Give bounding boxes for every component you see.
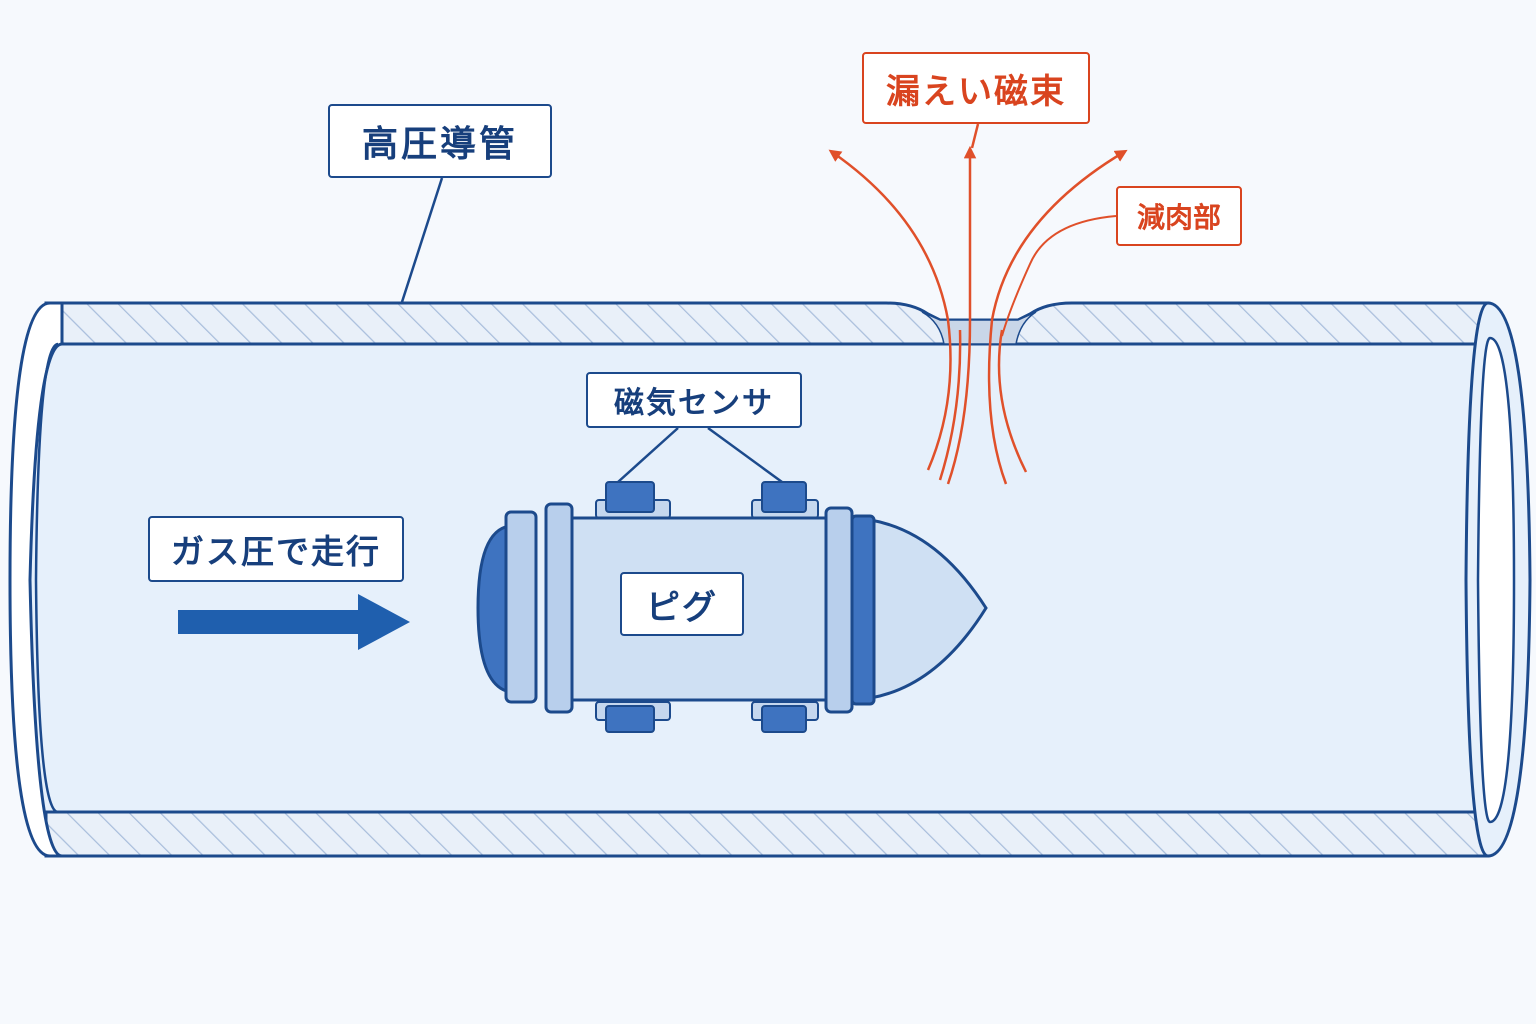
sensor-block-bottom-left bbox=[605, 705, 655, 733]
flux-label-leader bbox=[970, 123, 980, 149]
leakage-flux-label: 漏えい磁束 bbox=[862, 52, 1090, 124]
pipe-right-inner-rim bbox=[1476, 336, 1516, 824]
right-arrow-icon bbox=[178, 594, 410, 650]
thinning-label: 減肉部 bbox=[1116, 186, 1242, 246]
sensor-label-leader-right bbox=[707, 426, 783, 484]
pipe-left-inner-rim bbox=[34, 342, 59, 814]
thinning-label-leader bbox=[1001, 215, 1117, 337]
pig-cup-front-outer bbox=[850, 514, 876, 706]
sensor-block-top-right bbox=[761, 481, 807, 513]
pig-cup-rear-outer bbox=[504, 510, 538, 704]
sensor-block-bottom-right bbox=[761, 705, 807, 733]
pig-nose bbox=[848, 516, 988, 702]
pig-cup-front-inner bbox=[824, 506, 854, 714]
pipe-top-wall bbox=[44, 301, 1490, 346]
sensor-label: 磁気センサ bbox=[586, 372, 802, 428]
flux-line-inner-right bbox=[997, 329, 1028, 473]
leakage-flux-lines bbox=[828, 145, 1128, 485]
pipe-label-leader bbox=[400, 177, 444, 303]
sensor-label-leader-left bbox=[617, 427, 679, 483]
pig-rear-cap bbox=[476, 524, 512, 694]
pipe-label: 高圧導管 bbox=[328, 104, 552, 178]
flux-line-inner-left bbox=[938, 329, 962, 481]
pipe-bottom-wall bbox=[44, 810, 1490, 858]
pipe-left-end bbox=[8, 301, 64, 858]
flux-line-right bbox=[987, 149, 1128, 485]
pig-label: ピグ bbox=[620, 572, 744, 636]
pig-device bbox=[476, 481, 988, 733]
pig-cup-rear-inner bbox=[544, 502, 574, 714]
drive-label: ガス圧で走行 bbox=[148, 516, 404, 582]
sensor-block-top-left bbox=[605, 481, 655, 513]
flux-line-center bbox=[946, 145, 977, 485]
flux-line-left bbox=[828, 149, 952, 471]
